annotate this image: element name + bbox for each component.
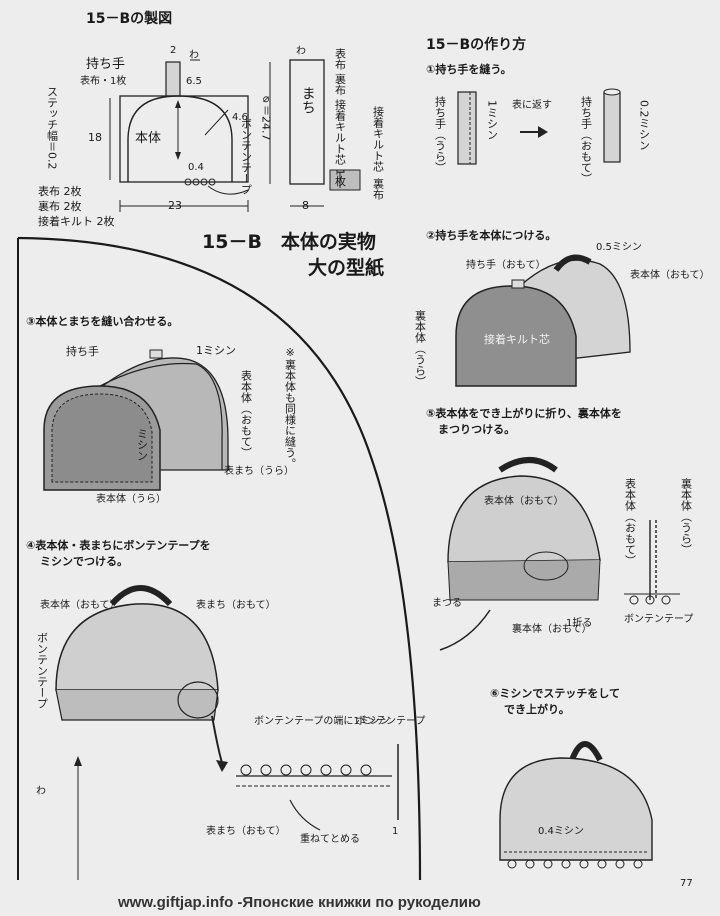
gusset-label: まち — [299, 86, 316, 114]
step3-gusset: 表まち（うら） — [224, 466, 294, 477]
dim-23: 23 — [168, 199, 182, 212]
materials-list: 表布 2枚 裏布 2枚 接着キルト 2枚 — [38, 184, 115, 229]
fullsize-title-line1: 15－B 本体の実物 — [202, 231, 376, 253]
dim-2: 2 — [170, 45, 177, 56]
fullsize-title-line2: 大の型紙 — [308, 257, 385, 279]
step2-handle: 持ち手（おもて） — [466, 260, 546, 271]
fullsize-note: ※裏本体も同様に縫う。 — [283, 346, 297, 469]
step2-back: 裏本体（うら） — [413, 310, 427, 387]
dim-wa: わ — [189, 50, 199, 61]
step5-side-front: 表本体（おもて） — [623, 478, 637, 566]
step6-title-line2: でき上がり。 — [504, 703, 570, 716]
step1-turn: 表に返す — [512, 100, 552, 111]
main-body-label: 本体 — [135, 131, 162, 146]
step4-body: 表本体（おもて） — [40, 600, 120, 611]
step1-1mm: 1ミシン — [485, 100, 499, 140]
handle-note: 表布・1枚 — [80, 76, 127, 87]
step3-handle: 持ち手 — [66, 345, 99, 358]
step5-title-line2: まつりつける。 — [438, 423, 516, 436]
dim-46: 4.6 — [232, 112, 248, 123]
step4-tape-edge: ボンテンテープの端に1ミシン — [254, 716, 390, 727]
step1-handle-front: 持ち手（おもて） — [579, 96, 593, 184]
step4-one: 1 — [392, 826, 399, 837]
step5-side-back: 裏本体（うら） — [679, 478, 693, 555]
handle-label: 持ち手 — [86, 57, 126, 72]
step4-overlap: 重ねてとめる — [300, 834, 360, 845]
step4-gusset: 表まち（おもて） — [196, 600, 276, 611]
step4-illustration — [55, 585, 399, 831]
lining-label: 裏布 — [371, 178, 385, 200]
gusset-materials: 表布 裏布 接着キルト芯 1枚 — [333, 48, 347, 187]
dim-18: 18 — [88, 131, 102, 144]
materials-item: 裏布 2枚 — [38, 200, 82, 213]
gusset-strip — [289, 59, 325, 185]
step4-gusset2: 表まち（おもて） — [206, 826, 286, 837]
stitch-width-label: ステッチ幅＝0.2 — [45, 86, 59, 170]
step2-title: ②持ち手を本体につける。 — [426, 229, 557, 242]
dim-wa-gusset: わ — [296, 46, 306, 57]
step5-illustration — [439, 457, 680, 651]
step5-title-line1: ⑤表本体をでき上がりに折り、裏本体を — [426, 407, 622, 420]
step4-title-line2: ミシンでつける。 — [40, 555, 128, 568]
step5-slip: まつる — [432, 598, 462, 609]
step3-mishin: ミシン — [135, 428, 149, 461]
dim-8: 8 — [302, 199, 309, 212]
step3-illustration — [43, 349, 229, 491]
step3-1mm: 1ミシン — [196, 344, 236, 357]
step3-body-front: 表本体（おもて） — [239, 370, 253, 458]
step3-title: ③本体とまちを縫い合わせる。 — [26, 315, 179, 328]
fullsize-pattern-outline — [17, 236, 422, 881]
step2-illustration — [455, 254, 631, 387]
step4-tape2: ボンテンテープ — [356, 716, 426, 727]
dim-04: 0.4 — [188, 162, 204, 173]
pattern-title: 15－Bの製図 — [86, 11, 173, 27]
materials-item: 表布 2枚 — [38, 185, 82, 198]
step2-quilt: 接着キルト芯 — [484, 333, 550, 346]
body-dome — [127, 95, 233, 182]
fullsize-wa: わ — [36, 786, 46, 797]
step1-handle-back: 持ち手（うら） — [433, 96, 447, 173]
step1-illustration — [457, 88, 621, 165]
quilt-label: 接着キルト芯 — [371, 106, 385, 172]
step1-02: 0.2ミシン — [637, 100, 651, 151]
step6-04: 0.4ミシン — [538, 826, 584, 837]
step5-fold: 1折る — [566, 618, 593, 629]
dim-65: 6.5 — [186, 76, 202, 87]
step5-back: 裏本体（おもて） — [512, 624, 592, 635]
step3-body-back: 表本体（うら） — [96, 494, 166, 505]
step5-tape: ボンテンテープ — [624, 614, 694, 625]
materials-item: 接着キルト 2枚 — [38, 215, 115, 228]
step2-body: 表本体（おもて） — [630, 270, 710, 281]
dim-diameter: ⌀＝24.7 — [259, 92, 273, 141]
page-number: 77 — [680, 878, 693, 889]
step5-body: 表本体（おもて） — [484, 496, 564, 507]
step6-title-line1: ⑥ミシンでステッチをして — [490, 687, 620, 700]
step4-tape: ボンテンテープ — [35, 632, 49, 709]
step2-05: 0.5ミシン — [596, 242, 642, 253]
pompom-tape-label: ボンテンテープ — [239, 118, 253, 195]
footer-site[interactable]: www.giftjap.info -Японские книжки по рук… — [118, 894, 481, 911]
step4-title-line1: ④表本体・表まちにボンテンテープを — [26, 539, 211, 552]
pattern-drawing — [109, 59, 361, 212]
howto-title: 15－Bの作り方 — [426, 37, 527, 53]
step1-title: ①持ち手を縫う。 — [426, 63, 512, 76]
step6-illustration — [499, 741, 653, 869]
